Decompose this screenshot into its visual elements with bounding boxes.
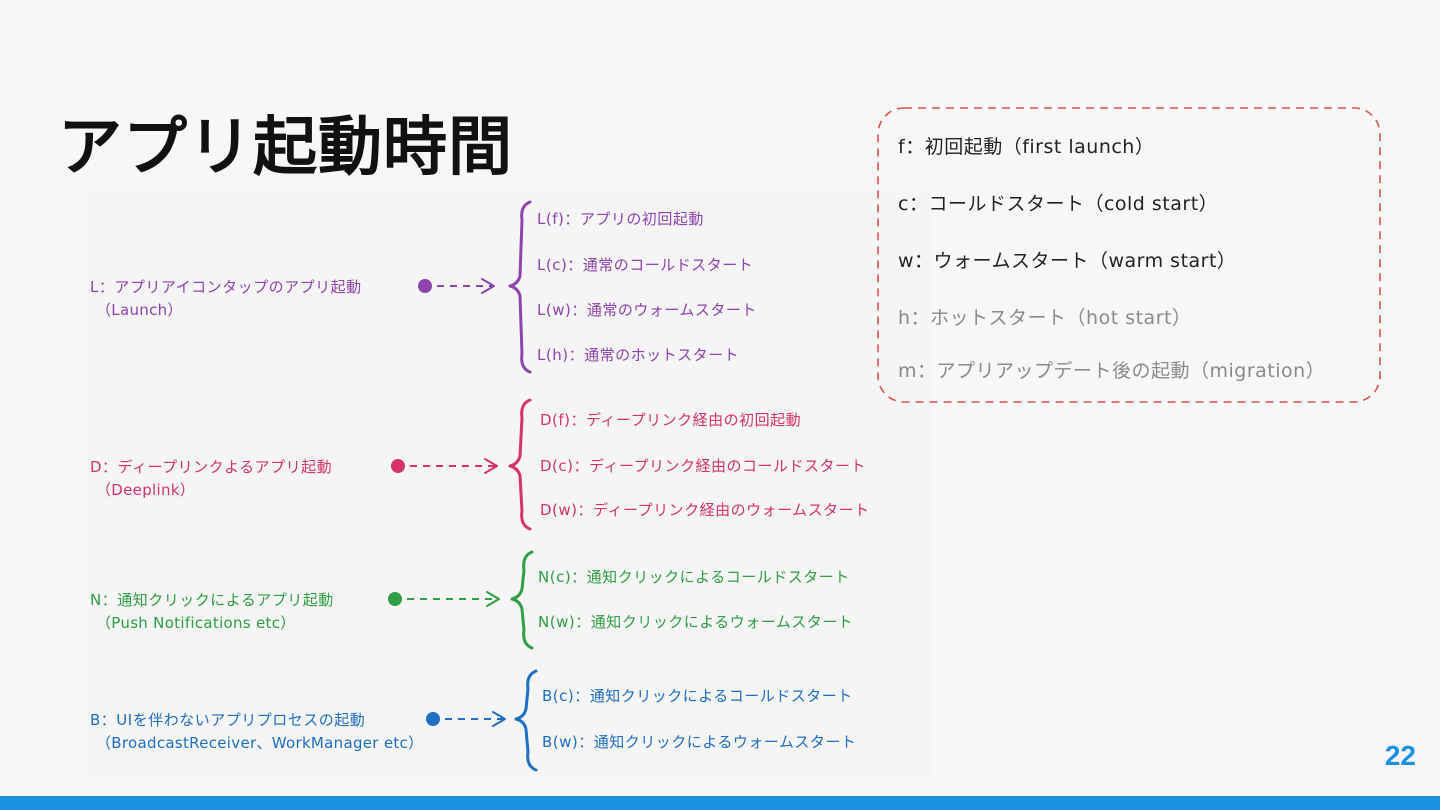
leaf-label: L(f)：アプリの初回起動 [537,210,704,228]
curly-brace [510,550,534,650]
arrow-head [484,458,498,474]
legend-item-warm-start: w：ウォームスタート（warm start） [898,250,1237,272]
leaf-label: B(c)：通知クリックによるコールドスタート [542,687,853,705]
legend-item-hot-start: h：ホットスタート（hot start） [898,307,1192,329]
category-label: B：UIを伴わないアプリプロセスの起動 [90,711,366,729]
legend-dashed-border [877,107,1381,403]
category-sublabel: （Launch） [96,301,183,319]
category-dot [426,712,440,726]
legend-item-first-launch: f：初回起動（first launch） [898,136,1155,158]
leaf-label: L(w)：通常のウォームスタート [537,301,757,319]
bottom-accent-bar [0,796,1440,810]
curly-brace [514,669,538,772]
arrow-head [481,278,495,294]
diagram-connectors [388,200,538,772]
leaf-label: L(h)：通常のホットスタート [537,346,740,364]
legend-item-cold-start: c：コールドスタート（cold start） [898,193,1219,215]
category-dot [418,279,432,293]
page-number: 22 [1384,740,1416,771]
curly-brace [508,200,532,374]
category-sublabel: （Push Notifications etc） [96,614,296,632]
leaf-label: N(w)：通知クリックによるウォームスタート [538,613,854,631]
category-label: N：通知クリックによるアプリ起動 [90,591,334,609]
leaf-label: N(c)：通知クリックによるコールドスタート [538,568,850,586]
category-sublabel: （Deeplink） [96,481,196,499]
legend-item-migration: m：アプリアップデート後の起動（migration） [898,360,1326,382]
leaf-label: D(w)：ディープリンク経由のウォームスタート [540,501,870,519]
arrow-head [492,711,506,727]
category-label: L：アプリアイコンタップのアプリ起動 [90,278,362,296]
category-dot [388,592,402,606]
leaf-label: D(c)：ディープリンク経由のコールドスタート [540,457,867,475]
category-dot [391,459,405,473]
category-sublabel: （BroadcastReceiver、WorkManager etc） [96,734,424,752]
leaf-label: B(w)：通知クリックによるウォームスタート [542,733,857,751]
slide-title: アプリ起動時間 [58,111,513,185]
legend-box: f：初回起動（first launch） c：コールドスタート（cold sta… [876,106,1382,404]
leaf-label: L(c)：通常のコールドスタート [537,256,754,274]
arrow-head [486,591,500,607]
leaf-label: D(f)：ディープリンク経由の初回起動 [540,411,802,429]
category-label: D：ディープリンクよるアプリ起動 [90,458,333,476]
launch-type-diagram: L：アプリアイコンタップのアプリ起動 （Launch） L(f)：アプリの初回起動 L… [82,188,932,780]
curly-brace [508,398,532,531]
